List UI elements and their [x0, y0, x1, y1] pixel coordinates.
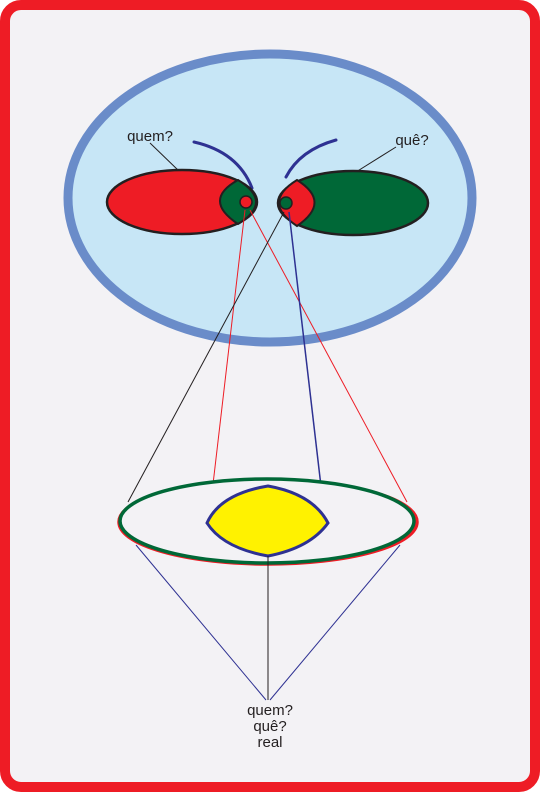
right-eyebrow [284, 138, 338, 179]
converge-line-left [135, 544, 267, 701]
projection-line-black-left [127, 211, 285, 503]
label-quem-top: quem? [127, 128, 173, 145]
projection-line-red-outer-right [249, 209, 408, 503]
label-bottom-que: quê? [253, 718, 286, 735]
right-eye [276, 169, 430, 237]
left-eye-red-pupil [239, 195, 253, 209]
left-eye-green-crescent [219, 178, 258, 226]
right-eye-red-crescent [277, 178, 316, 228]
left-eyebrow [192, 140, 254, 190]
projection-line-red-inner-left [209, 209, 246, 511]
right-eye-green-pupil [279, 196, 293, 210]
left-eye [105, 168, 259, 236]
converge-line-right [269, 544, 401, 701]
label-bottom-quem: quem? [247, 702, 293, 719]
que-pointer-line [355, 146, 397, 173]
label-que-top: quê? [395, 132, 428, 149]
label-bottom-real: real [257, 734, 282, 751]
head-ellipse [63, 49, 477, 347]
projection-line-navy-inner-right [288, 211, 325, 513]
quem-pointer-line [149, 142, 181, 173]
